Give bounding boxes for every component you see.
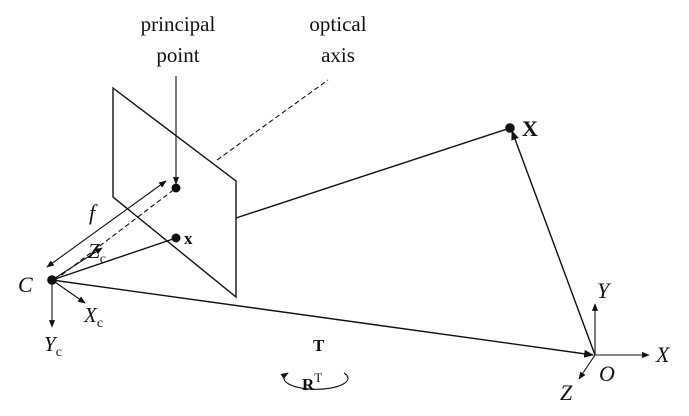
ray-to-world-point [235,127,511,219]
optical-axis-label-2: axis [321,43,355,67]
camera-y-label: Yc [44,332,62,360]
optical-axis-outer [216,79,329,161]
principal-point-label-1: principal [141,12,216,36]
optical-axis-label-1: optical [309,12,366,36]
rotation-arc [280,372,349,390]
principal-point-dot [171,183,181,193]
camera-center-label: C [18,272,33,297]
ray-to-image-point [51,237,177,281]
world-z-axis [578,354,596,380]
camera-center-point [47,275,57,285]
translation-vector [51,279,594,358]
camera-x-label: Xc [83,303,103,331]
world-point-label: X [522,116,538,141]
world-point-vector [511,130,596,356]
world-y-label: Y [597,278,612,303]
world-origin-label: O [599,361,615,386]
focal-length-arrow [46,180,167,268]
image-point-label: x [184,229,193,248]
camera-x-axis [51,279,86,304]
camera-z-axis [51,247,103,281]
camera-z-label: Zc [88,239,106,267]
world-z-label: Z [560,380,573,405]
principal-point-label-2: point [156,43,199,67]
rotation-label: RT [302,370,322,394]
image-point-dot [171,233,181,243]
world-x-label: X [655,342,671,367]
world-point-dot [505,123,515,133]
translation-label: T [313,336,325,355]
image-plane [112,86,237,299]
focal-length-label: f [89,200,98,225]
